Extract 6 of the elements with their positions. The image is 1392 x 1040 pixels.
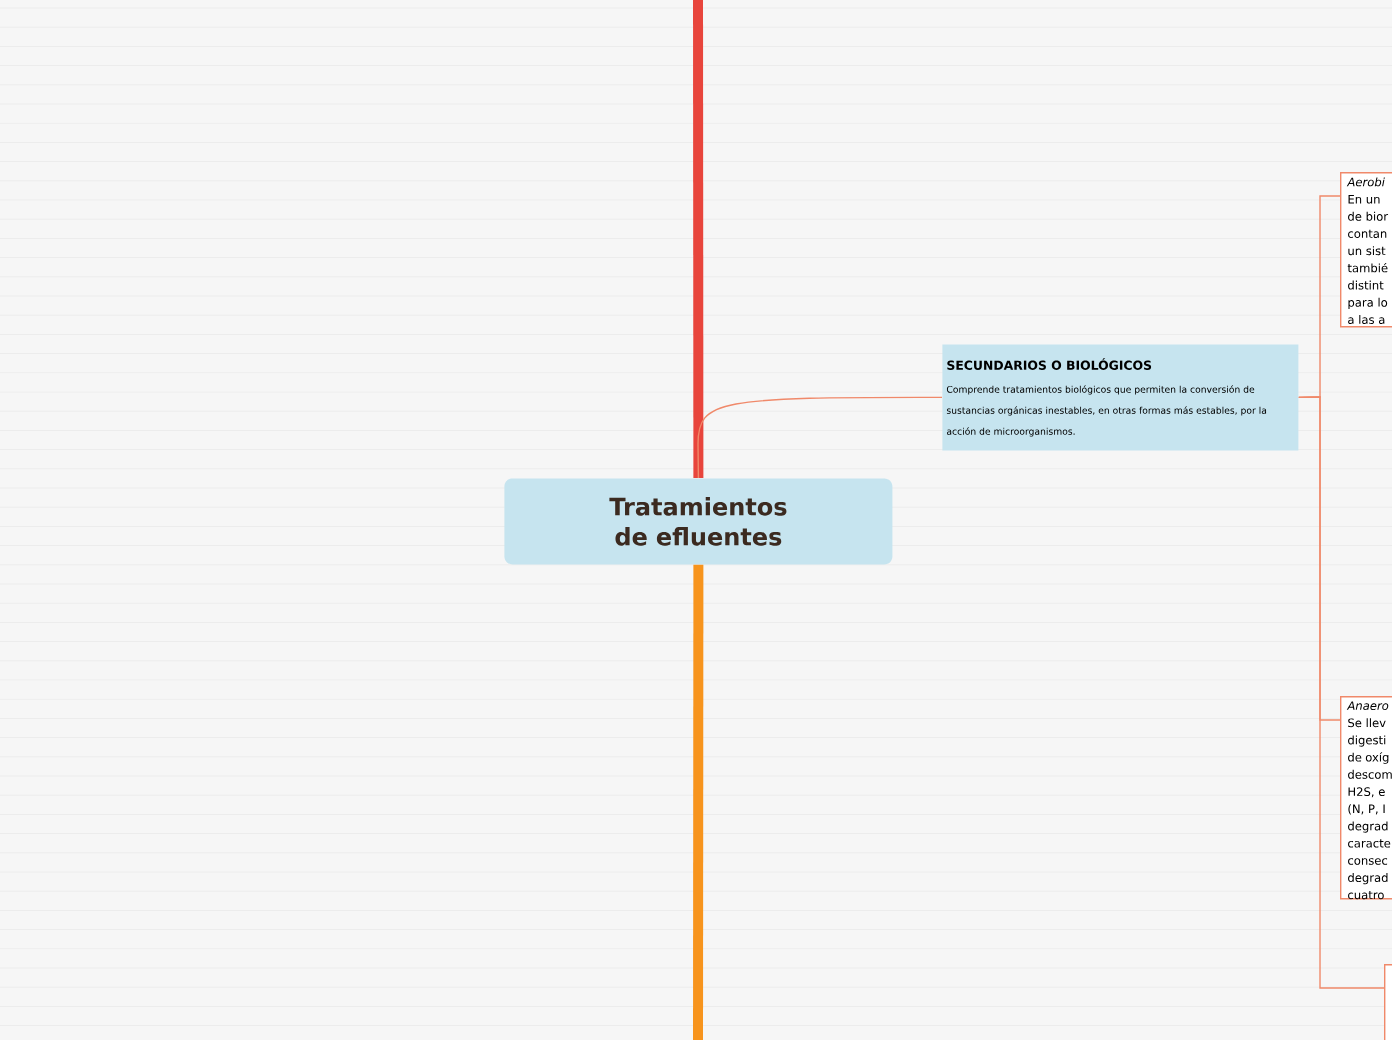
subtopic-box	[1384, 964, 1392, 1040]
central-topic-box: Tratamientos de efluentes	[504, 478, 893, 565]
connector-line	[693, 0, 704, 478]
connector-line	[1298, 396, 1385, 989]
connector-line	[697, 396, 943, 479]
connector-line	[693, 564, 704, 1040]
